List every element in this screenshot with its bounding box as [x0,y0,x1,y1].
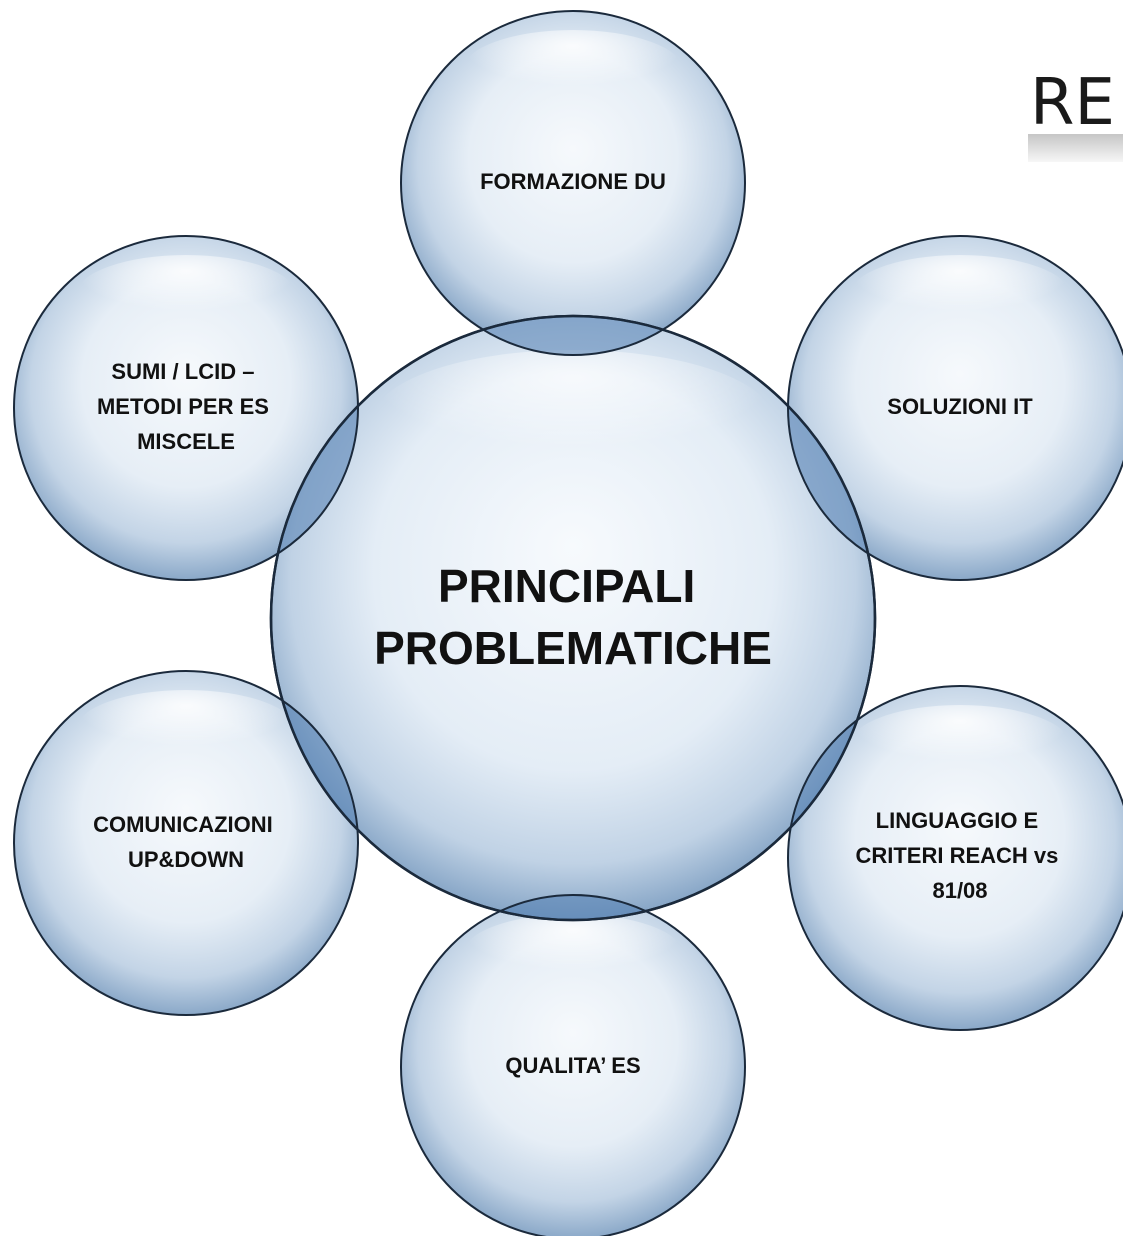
bubble-label-line: FORMAZIONE DU [480,169,666,194]
bubble-label-line: UP&DOWN [128,847,244,872]
bubble-label: LINGUAGGIO E CRITERI REACH vs 81/08 [855,808,1064,903]
bubble-highlight [850,255,1070,335]
bubble-label-line: 81/08 [932,878,987,903]
bubble-linguaggio-criteri: LINGUAGGIO E CRITERI REACH vs 81/08 [787,685,1123,1031]
bubble-qualita-es: QUALITA’ ES [400,894,746,1236]
center-title-line: PROBLEMATICHE [374,622,772,674]
bubble-highlight [76,690,296,770]
bubble-label: SUMI / LCID – METODI PER ES MISCELE [97,359,275,454]
center-bubble [269,314,877,922]
center-bubble-outline [269,314,877,922]
bubble-label-line: CRITERI REACH vs [855,843,1058,868]
bubble-label-line: METODI PER ES [97,394,269,419]
center-bubble-highlight [373,350,773,490]
center-title-line: PRINCIPALI [438,560,695,612]
bubble-highlight [76,255,296,335]
bubble-label: FORMAZIONE DU [480,169,666,194]
brand-logo-text: RE [1030,66,1115,140]
bubble-highlight [850,705,1070,785]
bubble-label: SOLUZIONI IT [887,394,1033,419]
bubble-label-line: LINGUAGGIO E [876,808,1039,833]
bubble-shape [13,670,359,1016]
bubble-sumi-lcid: SUMI / LCID – METODI PER ES MISCELE [13,235,359,581]
bubble-label-line: COMUNICAZIONI [93,812,273,837]
bubble-highlight [463,30,683,110]
center-title: PRINCIPALI PROBLEMATICHE [374,560,772,674]
bubble-label-line: SOLUZIONI IT [887,394,1033,419]
bubble-comunicazioni: COMUNICAZIONI UP&DOWN [13,670,359,1016]
bubble-label-line: QUALITA’ ES [505,1053,640,1078]
bubble-label-line: MISCELE [137,429,235,454]
overlap-top [400,316,746,356]
overlap-bottom [400,894,746,920]
bubble-formazione-du: FORMAZIONE DU [400,10,746,356]
bubble-label-line: SUMI / LCID – [111,359,254,384]
bubble-soluzioni-it: SOLUZIONI IT [787,235,1123,581]
brand-logo: RE [1028,66,1123,162]
bubble-label: QUALITA’ ES [505,1053,640,1078]
satellite-bubbles: FORMAZIONE DU SOLUZIONI IT LINGUAGGIO E … [13,10,1123,1236]
brand-logo-reflection [1028,134,1123,162]
bubble-highlight [463,914,683,994]
bubble-label: COMUNICAZIONI UP&DOWN [93,812,279,872]
